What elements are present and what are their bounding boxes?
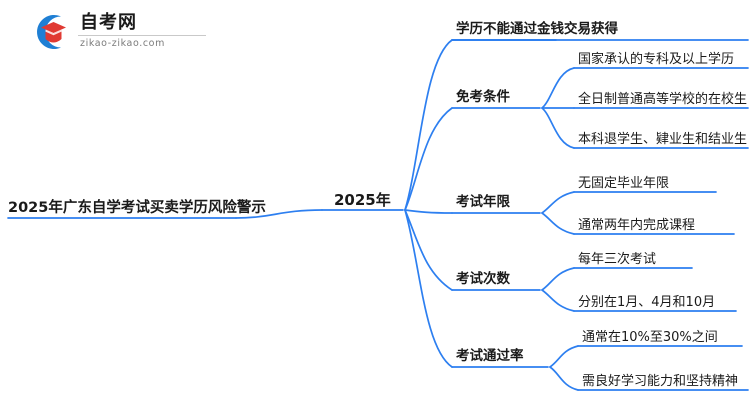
node-exam-pass-rate[interactable]: 考试通过率 (456, 348, 524, 364)
edge-frequency-to-leaf2 (541, 289, 575, 312)
edge-duration-to-leaf1 (541, 191, 575, 214)
edge-exemption-to-leaf1 (541, 67, 575, 109)
edge-2025-to-duration (404, 209, 453, 214)
root-node-label[interactable]: 2025年广东自学考试买卖学历风险警示 (8, 200, 266, 216)
edge-exemption-to-leaf3 (541, 107, 575, 149)
leaf-national-recognized-degree[interactable]: 国家承认的专科及以上学历 (578, 52, 735, 67)
edge-2025-to-no-money (404, 39, 453, 211)
logo-text: 自考网 zikao-zikao.com (78, 12, 208, 50)
edge-2025-to-passrate (404, 209, 453, 368)
logo-title: 自考网 (80, 12, 137, 33)
leaf-complete-within-two-years[interactable]: 通常两年内完成课程 (578, 218, 696, 233)
logo-divider (78, 35, 206, 36)
edge-passrate-to-leaf1 (549, 345, 579, 368)
edge-2025-to-exemption (404, 107, 453, 211)
node-exemption-conditions[interactable]: 免考条件 (456, 89, 510, 105)
node-2025[interactable]: 2025年 (334, 191, 391, 209)
zikao-graduation-cap-logo-icon (37, 15, 66, 49)
edge-2025-to-frequency (404, 209, 453, 291)
site-logo: 自考网 zikao-zikao.com (30, 8, 210, 56)
leaf-dropout-incomplete-graduate[interactable]: 本科退学生、肄业生和结业生 (578, 132, 748, 147)
leaf-pass-rate-range[interactable]: 通常在10%至30%之间 (582, 330, 718, 345)
edge-frequency-to-leaf1 (541, 267, 575, 291)
leaf-exam-months[interactable]: 分别在1月、4月和10月 (578, 295, 716, 310)
edge-root-to-2025 (235, 209, 323, 219)
node-exam-frequency[interactable]: 考试次数 (456, 271, 510, 287)
node-no-money[interactable]: 学历不能通过金钱交易获得 (456, 21, 618, 37)
edge-duration-to-leaf2 (541, 212, 575, 235)
node-exam-duration[interactable]: 考试年限 (456, 194, 510, 210)
logo-subtitle: zikao-zikao.com (80, 38, 165, 49)
leaf-no-fixed-graduation-term[interactable]: 无固定毕业年限 (578, 176, 670, 191)
leaf-three-exams-per-year[interactable]: 每年三次考试 (578, 252, 657, 267)
edge-passrate-to-leaf2 (549, 366, 579, 391)
leaf-requires-ability-persistence[interactable]: 需良好学习能力和坚持精神 (582, 374, 739, 389)
leaf-fulltime-college-student[interactable]: 全日制普通高等学校的在校生 (578, 92, 748, 107)
